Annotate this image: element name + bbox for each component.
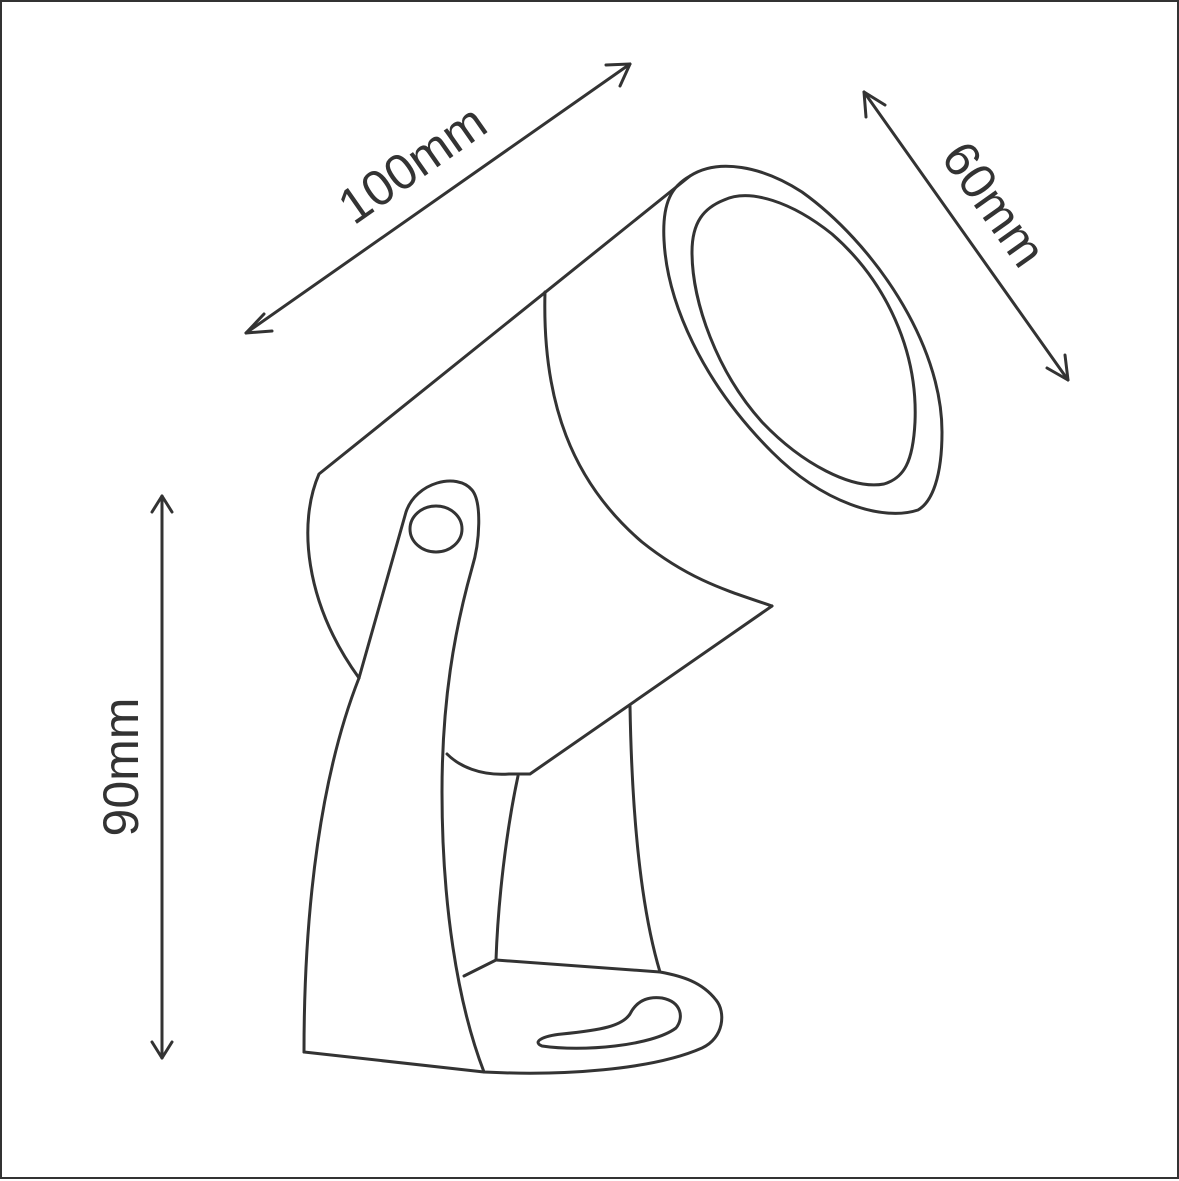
height-arrowhead-top — [150, 494, 174, 514]
base-plate-outline — [302, 970, 724, 1075]
pivot-bolt — [408, 504, 464, 554]
lamp-head-bottom-edge — [445, 604, 774, 776]
rear-bracket-leg — [494, 704, 662, 974]
mounting-slot — [536, 996, 682, 1050]
spotlight — [302, 164, 944, 1075]
height-dimension: 90mm — [93, 494, 174, 1060]
diameter-arrowhead-start — [862, 90, 887, 119]
lamp-head-body-outline — [306, 174, 692, 680]
bracket-arm-outline — [302, 479, 486, 1074]
length-dimension-label: 100mm — [328, 93, 497, 235]
lamp-head-collar — [543, 290, 774, 608]
height-dimension-label: 90mm — [93, 698, 149, 837]
diameter-dimension-label: 60mm — [931, 131, 1057, 277]
length-dimension-line — [244, 62, 632, 335]
diameter-dimension: 60mm — [862, 90, 1070, 382]
length-arrowhead-start — [244, 312, 274, 335]
base-plate-inner-edge — [462, 958, 498, 978]
front-rim-outer — [662, 164, 944, 515]
lens-inner-ring — [690, 194, 917, 487]
length-arrowhead-end — [604, 62, 632, 88]
height-arrowhead-bottom — [150, 1040, 174, 1060]
length-dimension: 100mm — [244, 62, 632, 335]
diameter-dimension-line — [862, 90, 1070, 382]
diameter-arrowhead-end — [1045, 353, 1070, 382]
